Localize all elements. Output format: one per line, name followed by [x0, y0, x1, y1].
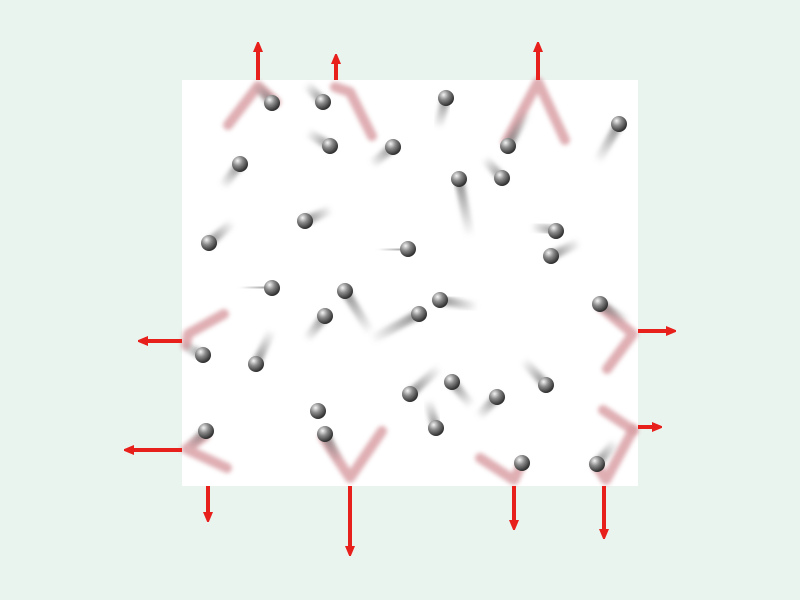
gas-molecule-icon	[317, 308, 333, 324]
gas-molecule-icon	[232, 156, 248, 172]
gas-molecule-icon	[337, 283, 353, 299]
gas-molecule-icon	[400, 241, 416, 257]
gas-molecule-icon	[538, 377, 554, 393]
gas-molecule-icon	[548, 223, 564, 239]
gas-molecule-icon	[322, 138, 338, 154]
gas-molecule-icon	[201, 235, 217, 251]
gas-molecule-icon	[432, 292, 448, 308]
gas-molecule-icon	[310, 403, 326, 419]
gas-molecule-icon	[264, 95, 280, 111]
gas-molecule-icon	[428, 420, 444, 436]
molecule-trail	[454, 174, 475, 241]
pressure-arrows	[128, 46, 672, 552]
gas-molecule-icon	[402, 386, 418, 402]
gas-molecule-icon	[297, 213, 313, 229]
gas-molecule-icon	[589, 456, 605, 472]
wall-collision-trail	[598, 405, 638, 435]
gas-molecule-icon	[315, 94, 331, 110]
gas-molecule-icon	[592, 296, 608, 312]
gas-molecule-icon	[514, 455, 530, 471]
gas-molecules	[195, 90, 627, 472]
gas-molecule-icon	[198, 423, 214, 439]
wall-collision-trail	[181, 309, 229, 350]
gas-molecule-icon	[489, 389, 505, 405]
wall-collision-trail	[330, 82, 377, 141]
molecule-trail	[340, 286, 376, 338]
gas-molecule-icon	[264, 280, 280, 296]
gas-molecule-icon	[195, 347, 211, 363]
gas-molecule-icon	[543, 248, 559, 264]
gas-molecule-icon	[317, 426, 333, 442]
gas-molecule-icon	[500, 138, 516, 154]
gas-molecule-icon	[438, 90, 454, 106]
gas-molecule-icon	[248, 356, 264, 372]
molecule-trail	[366, 309, 424, 345]
gas-molecule-icon	[444, 374, 460, 390]
gas-molecule-icon	[385, 139, 401, 155]
gas-molecule-icon	[451, 171, 467, 187]
gas-molecule-icon	[611, 116, 627, 132]
gas-container	[182, 80, 638, 486]
gas-molecule-icon	[411, 306, 427, 322]
gas-molecule-icon	[494, 170, 510, 186]
